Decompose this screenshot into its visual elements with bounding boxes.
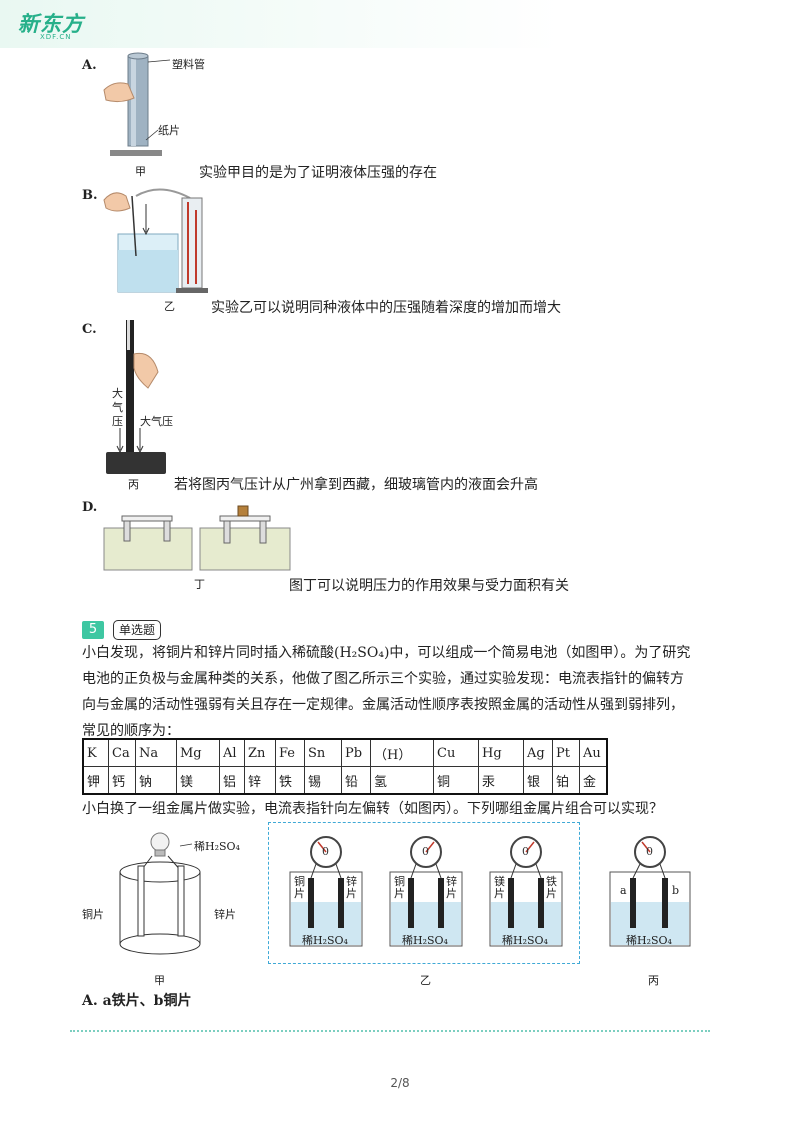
yi2-acid-label: 稀H₂SO₄ — [402, 934, 448, 947]
bing-b-label: b — [672, 884, 680, 897]
yi2-right-label: 锌片 — [446, 875, 457, 900]
figure-yi-label: 乙 — [164, 300, 175, 313]
question-stem: 小白发现，将铜片和锌片同时插入稀硫酸(H₂SO₄)中，可以组成一个简易电池（如图… — [82, 640, 722, 744]
option-d-text: 图丁可以说明压力的作用效果与受力面积有关 — [289, 578, 569, 594]
choice-a[interactable]: A. a铁片、b铜片 — [82, 993, 192, 1009]
table-row-names: 钾 钙 钠 镁 铝 锌 铁 锡 铅 氢 铜 汞 银 铂 金 — [82, 766, 608, 795]
metal-activity-table: K Ca Na Mg Al Zn Fe Sn Pb （H） Cu Hg Ag P… — [82, 738, 608, 795]
option-b-letter: B. — [82, 188, 98, 203]
question-after-table: 小白换了一组金属片做实验，电流表指针向左偏转（如图丙）。下列哪组金属片组合可以实… — [82, 801, 663, 817]
table-cell: 钙 — [108, 766, 136, 795]
meter-zero-2: 0 — [422, 845, 429, 858]
table-cell: Ca — [108, 738, 136, 767]
label-air-pressure-3: 压 — [112, 415, 123, 428]
question-number: 5 — [82, 621, 104, 639]
brand-logo-sub: XDF.CN — [40, 33, 72, 41]
figure-jia-label: 甲 — [135, 165, 146, 178]
figure-ding-pressure — [103, 505, 291, 571]
table-cell: Pt — [552, 738, 580, 767]
table-cell: 铅 — [341, 766, 371, 795]
table-cell: Zn — [244, 738, 276, 767]
figure-ding-label: 丁 — [194, 578, 205, 591]
question-line-3: 向与金属的活动性强弱有关且存在一定规律。金属活动性顺序表按照金属的活动性从强到弱… — [82, 697, 684, 713]
table-row-symbols: K Ca Na Mg Al Zn Fe Sn Pb （H） Cu Hg Ag P… — [82, 738, 608, 767]
option-d-letter: D. — [82, 500, 98, 515]
option-b-text: 实验乙可以说明同种液体中的压强随着深度的增加而增大 — [211, 300, 561, 316]
yi3-right-label: 铁片 — [546, 875, 557, 900]
yi3-left-label: 镁片 — [494, 875, 505, 900]
table-cell: 银 — [523, 766, 553, 795]
bing-a-label: a — [620, 884, 627, 897]
table-cell: 钠 — [135, 766, 177, 795]
table-cell: K — [82, 738, 109, 767]
label-air-pressure-right: 大气压 — [140, 415, 173, 428]
figure-yi-box — [268, 822, 580, 964]
table-cell: 金 — [579, 766, 608, 795]
figure-yi-beakers — [289, 836, 563, 947]
meter-zero-1: 0 — [322, 845, 329, 858]
question-line-2: 电池的正负极与金属种类的关系，他做了图乙所示三个实验，通过实验发现：电流表指针的… — [82, 671, 684, 687]
yi1-left-label: 铜片 — [294, 875, 305, 900]
meter-zero-4: 0 — [646, 845, 653, 858]
bing-acid-label: 稀H₂SO₄ — [626, 934, 672, 947]
option-a-text: 实验甲目的是为了证明液体压强的存在 — [199, 165, 437, 181]
table-cell: 镁 — [176, 766, 220, 795]
option-a-letter: A. — [82, 58, 97, 73]
table-cell: 铂 — [552, 766, 580, 795]
figure-bing-label: 丙 — [128, 478, 139, 491]
yi1-acid-label: 稀H₂SO₄ — [302, 934, 348, 947]
page-header: 新东方 XDF.CN — [0, 0, 800, 48]
table-cell: Sn — [304, 738, 342, 767]
yi2-left-label: 铜片 — [394, 875, 405, 900]
figure-bing-barometer — [106, 320, 166, 474]
figure-jia-caption: 甲 — [154, 974, 165, 987]
table-cell: Al — [219, 738, 245, 767]
page-number: 2/8 — [390, 1076, 410, 1090]
figure-jia-plastic-tube — [103, 52, 171, 156]
table-cell: Hg — [478, 738, 524, 767]
figure-bing-battery — [609, 836, 691, 947]
yi3-acid-label: 稀H₂SO₄ — [502, 934, 548, 947]
table-cell: Au — [579, 738, 608, 767]
table-cell: Na — [135, 738, 177, 767]
option-c-text: 若将图丙气压计从广州拿到西藏，细玻璃管内的液面会升高 — [174, 477, 538, 493]
jia-acid-label: 稀H₂SO₄ — [194, 840, 240, 853]
table-cell: 锌 — [244, 766, 276, 795]
jia-zinc-label: 锌片 — [214, 908, 236, 921]
table-cell: 汞 — [478, 766, 524, 795]
question-type-badge: 单选题 — [113, 620, 162, 640]
table-cell: Fe — [275, 738, 305, 767]
table-cell: Mg — [176, 738, 220, 767]
meter-zero-3: 0 — [522, 845, 529, 858]
table-cell: 钾 — [82, 766, 109, 795]
label-air-pressure-1: 大 — [112, 387, 123, 400]
table-cell: 锡 — [304, 766, 342, 795]
question-line-4: 常见的顺序为： — [82, 723, 180, 739]
table-cell: Cu — [433, 738, 479, 767]
table-cell: 氢 — [370, 766, 434, 795]
figure-yi-pressure-gauge — [103, 188, 208, 293]
option-c-letter: C. — [82, 322, 97, 337]
label-air-pressure-2: 气 — [112, 401, 123, 414]
yi1-right-label: 锌片 — [346, 875, 357, 900]
divider — [70, 1030, 710, 1032]
table-cell: Ag — [523, 738, 553, 767]
table-cell: Pb — [341, 738, 371, 767]
question-line-1: 小白发现，将铜片和锌片同时插入稀硫酸(H₂SO₄)中，可以组成一个简易电池（如图… — [82, 645, 691, 661]
label-plastic-tube: 塑料管 — [172, 58, 205, 71]
jia-copper-label: 铜片 — [82, 908, 104, 921]
figure-jia-battery — [119, 832, 201, 955]
table-cell: 铜 — [433, 766, 479, 795]
label-paper: 纸片 — [158, 124, 180, 137]
figure-bing-caption: 丙 — [648, 974, 659, 987]
brand-logo: 新东方 — [18, 12, 84, 36]
figure-yi-caption: 乙 — [420, 974, 431, 987]
table-cell: 铝 — [219, 766, 245, 795]
table-cell: 铁 — [275, 766, 305, 795]
table-cell: （H） — [370, 738, 434, 767]
